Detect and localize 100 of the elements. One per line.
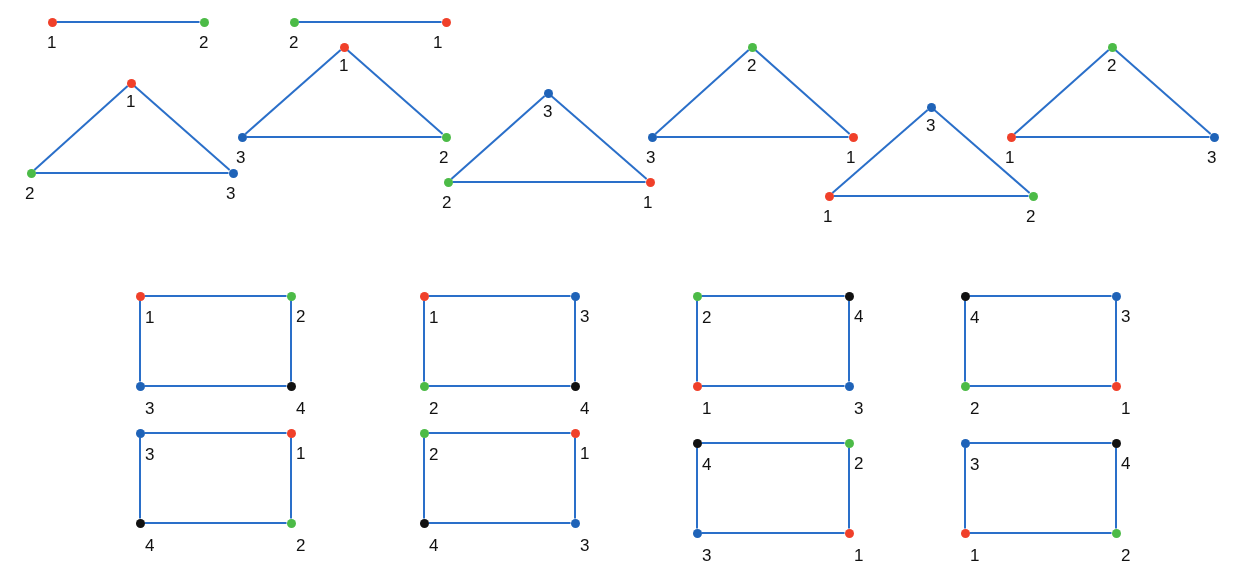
vertex-number: 1 [1121, 400, 1131, 417]
vertex-dot [692, 291, 702, 301]
graph-edge [290, 436, 292, 520]
vertex-number: 2 [25, 185, 35, 202]
graph-edge [848, 446, 850, 530]
vertex-dot [289, 17, 299, 27]
graph-edge [423, 299, 425, 383]
vertex-number: 3 [580, 537, 590, 554]
graph-edge [968, 385, 1113, 387]
graph-edge [346, 49, 444, 135]
vertex-number: 2 [296, 308, 306, 325]
graph-edge [831, 108, 929, 195]
vertex-number: 3 [543, 103, 553, 120]
vertex-dot [126, 78, 136, 88]
vertex-number: 3 [646, 149, 656, 166]
graph-edge [427, 295, 572, 297]
vertex-number: 1 [47, 34, 57, 51]
vertex-number: 3 [970, 456, 980, 473]
graph-edge [244, 49, 342, 135]
vertex-number: 3 [854, 400, 864, 417]
graph-edge [700, 295, 846, 297]
graph-edge [297, 21, 443, 23]
vertex-dot [848, 132, 858, 142]
vertex-number: 2 [1121, 547, 1131, 564]
vertex-number: 1 [126, 93, 136, 110]
vertex-dot [286, 291, 296, 301]
graph-edge [968, 295, 1113, 297]
vertex-dot [419, 381, 429, 391]
graph-edge [143, 522, 288, 524]
vertex-number: 3 [926, 117, 936, 134]
graph-edge [423, 436, 425, 520]
graph-edge [700, 532, 846, 534]
vertex-number: 1 [702, 400, 712, 417]
vertex-dot [747, 42, 757, 52]
vertex-dot [1111, 528, 1121, 538]
vertex-dot [228, 168, 238, 178]
graph-edge [143, 295, 288, 297]
vertex-number: 2 [439, 149, 449, 166]
vertex-dot [960, 528, 970, 538]
vertex-dot [570, 291, 580, 301]
vertex-dot [1111, 291, 1121, 301]
vertex-number: 4 [429, 537, 439, 554]
vertex-number: 3 [226, 185, 236, 202]
graph-edge [1013, 49, 1110, 135]
vertex-dot [1107, 42, 1117, 52]
vertex-number: 1 [433, 34, 443, 51]
vertex-dot [926, 102, 936, 112]
vertex-dot [570, 428, 580, 438]
vertex-number: 1 [1005, 149, 1015, 166]
vertex-number: 2 [854, 455, 864, 472]
vertex-dot [47, 17, 57, 27]
vertex-dot [339, 42, 349, 52]
vertex-dot [1006, 132, 1016, 142]
vertex-dot [1209, 132, 1219, 142]
graph-edge [550, 94, 648, 181]
vertex-number: 1 [970, 547, 980, 564]
vertex-dot [286, 428, 296, 438]
vertex-dot [286, 518, 296, 528]
vertex-number: 3 [702, 547, 712, 564]
vertex-number: 4 [145, 537, 155, 554]
graph-edge [754, 49, 851, 135]
vertex-number: 3 [580, 308, 590, 325]
graph-edge [696, 299, 698, 383]
graph-edge [655, 136, 850, 138]
graph-edge [700, 385, 846, 387]
vertex-dot [692, 528, 702, 538]
vertex-dot [824, 191, 834, 201]
vertex-dot [441, 132, 451, 142]
vertex-dot [419, 518, 429, 528]
vertex-number: 2 [970, 400, 980, 417]
graph-edge [848, 299, 850, 383]
vertex-dot [237, 132, 247, 142]
graph-edge [143, 385, 288, 387]
vertex-dot [844, 291, 854, 301]
vertex-dot [135, 381, 145, 391]
graph-edge [1115, 446, 1117, 530]
vertex-number: 1 [296, 445, 306, 462]
graph-edge [654, 49, 750, 135]
graph-edge [933, 108, 1031, 195]
vertex-dot [26, 168, 36, 178]
vertex-number: 3 [236, 149, 246, 166]
vertex-number: 2 [429, 400, 439, 417]
vertex-number: 4 [1121, 455, 1131, 472]
graph-edge [427, 522, 572, 524]
vertex-number: 4 [702, 456, 712, 473]
graph-edge [832, 195, 1030, 197]
vertex-dot [844, 528, 854, 538]
vertex-dot [647, 132, 657, 142]
vertex-dot [692, 381, 702, 391]
vertex-dot [443, 177, 453, 187]
vertex-number: 1 [580, 445, 590, 462]
vertex-number: 1 [643, 194, 653, 211]
vertex-number: 2 [1026, 208, 1036, 225]
vertex-number: 1 [429, 309, 439, 326]
vertex-dot [543, 88, 553, 98]
vertex-dot [570, 518, 580, 528]
vertex-number: 1 [823, 208, 833, 225]
vertex-number: 4 [296, 400, 306, 417]
graph-edge [450, 95, 546, 180]
vertex-number: 1 [145, 309, 155, 326]
